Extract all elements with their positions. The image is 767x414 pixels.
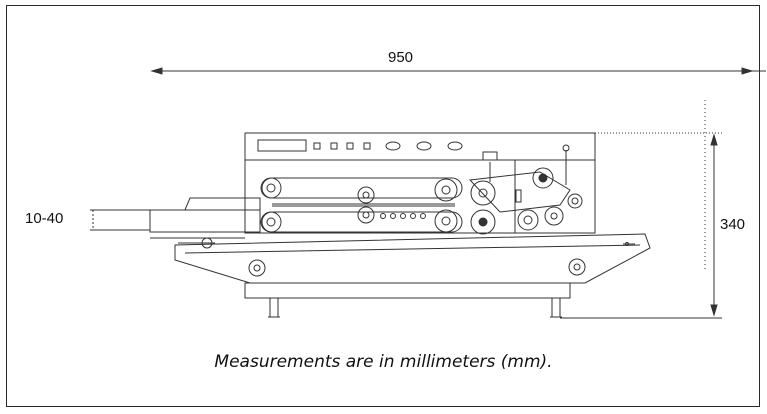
control-cabinet (244, 132, 596, 234)
rollers (260, 167, 583, 235)
drive-arm (468, 144, 571, 213)
width-dimension-label: 950 (388, 49, 414, 66)
measurement-caption: Measurements are in millimeters (mm). (214, 352, 553, 372)
gap-dimension-label: 10-40 (25, 210, 64, 227)
height-dimension-line (560, 100, 722, 319)
gap-dimension-line (90, 209, 260, 231)
infeed-tray (149, 197, 261, 249)
machine-base (174, 233, 651, 284)
width-dimension-line (150, 67, 766, 75)
height-dimension-label: 340 (720, 216, 746, 233)
figure-frame (6, 5, 760, 407)
conveyor-belts (261, 177, 463, 233)
stand (244, 282, 571, 318)
